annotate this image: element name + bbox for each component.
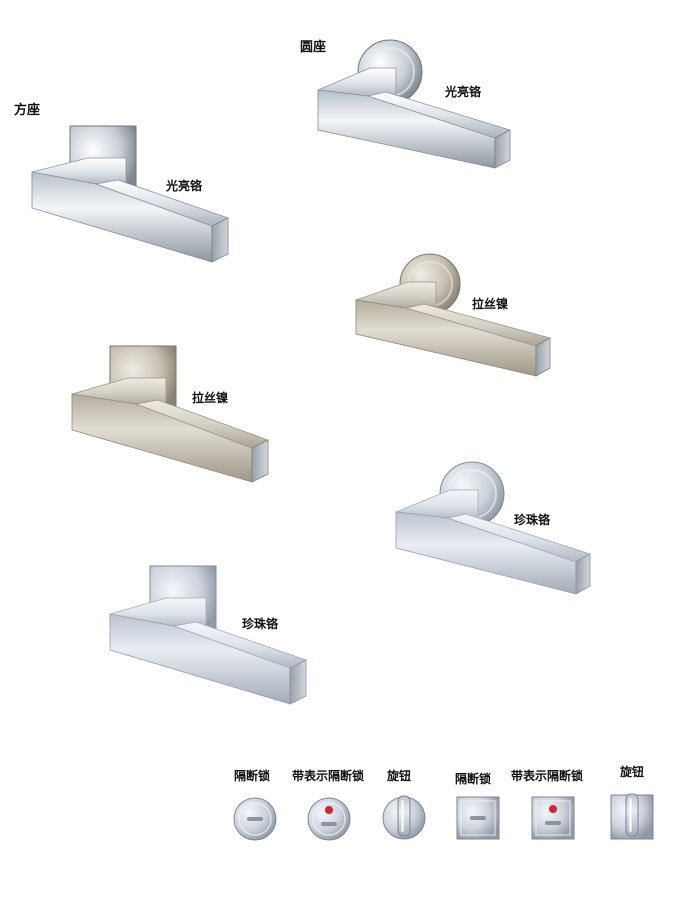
- lever-handle-round-pearl-chrome: [395, 461, 591, 595]
- square-indicator-privacy-lock-rose: [531, 796, 575, 840]
- group-label-round-rose: 圆座: [300, 40, 327, 55]
- finish-label-square-polished-chrome: 光亮铬: [166, 179, 203, 193]
- accessory-label-round-thumb-turn: 旋钮: [387, 769, 412, 783]
- finish-label-round-polished-chrome: 光亮铬: [445, 85, 482, 99]
- square-thumb-turn-knob: [610, 793, 654, 840]
- square-privacy-lock-rose: [456, 796, 500, 840]
- round-privacy-lock-rose: [233, 797, 277, 841]
- lever-handle-square-pearl-chrome: [109, 565, 308, 705]
- accessory-label-square-indicator-privacy-lock: 带表示隔断锁: [511, 769, 584, 783]
- accessory-label-round-privacy-lock: 隔断锁: [234, 769, 271, 783]
- round-thumb-turn-knob: [382, 795, 426, 840]
- group-label-square-rose: 方座: [14, 103, 41, 118]
- finish-label-square-brushed-nickel: 拉丝镍: [192, 391, 229, 405]
- finish-label-square-pearl-chrome: 珍珠铬: [242, 617, 279, 631]
- finish-label-round-brushed-nickel: 拉丝镍: [472, 297, 509, 311]
- lever-handle-square-polished-chrome: [31, 125, 230, 263]
- accessory-label-round-indicator-privacy-lock: 带表示隔断锁: [292, 769, 365, 783]
- accessory-label-square-thumb-turn: 旋钮: [620, 765, 645, 779]
- lever-handle-round-brushed-nickel: [355, 253, 552, 377]
- accessory-label-square-privacy-lock: 隔断锁: [455, 772, 492, 786]
- round-indicator-privacy-lock-rose: [307, 797, 351, 841]
- lever-handle-round-polished-chrome: [317, 39, 512, 169]
- lever-handle-square-brushed-nickel: [71, 345, 270, 483]
- finish-label-round-pearl-chrome: 珍珠铬: [514, 513, 551, 527]
